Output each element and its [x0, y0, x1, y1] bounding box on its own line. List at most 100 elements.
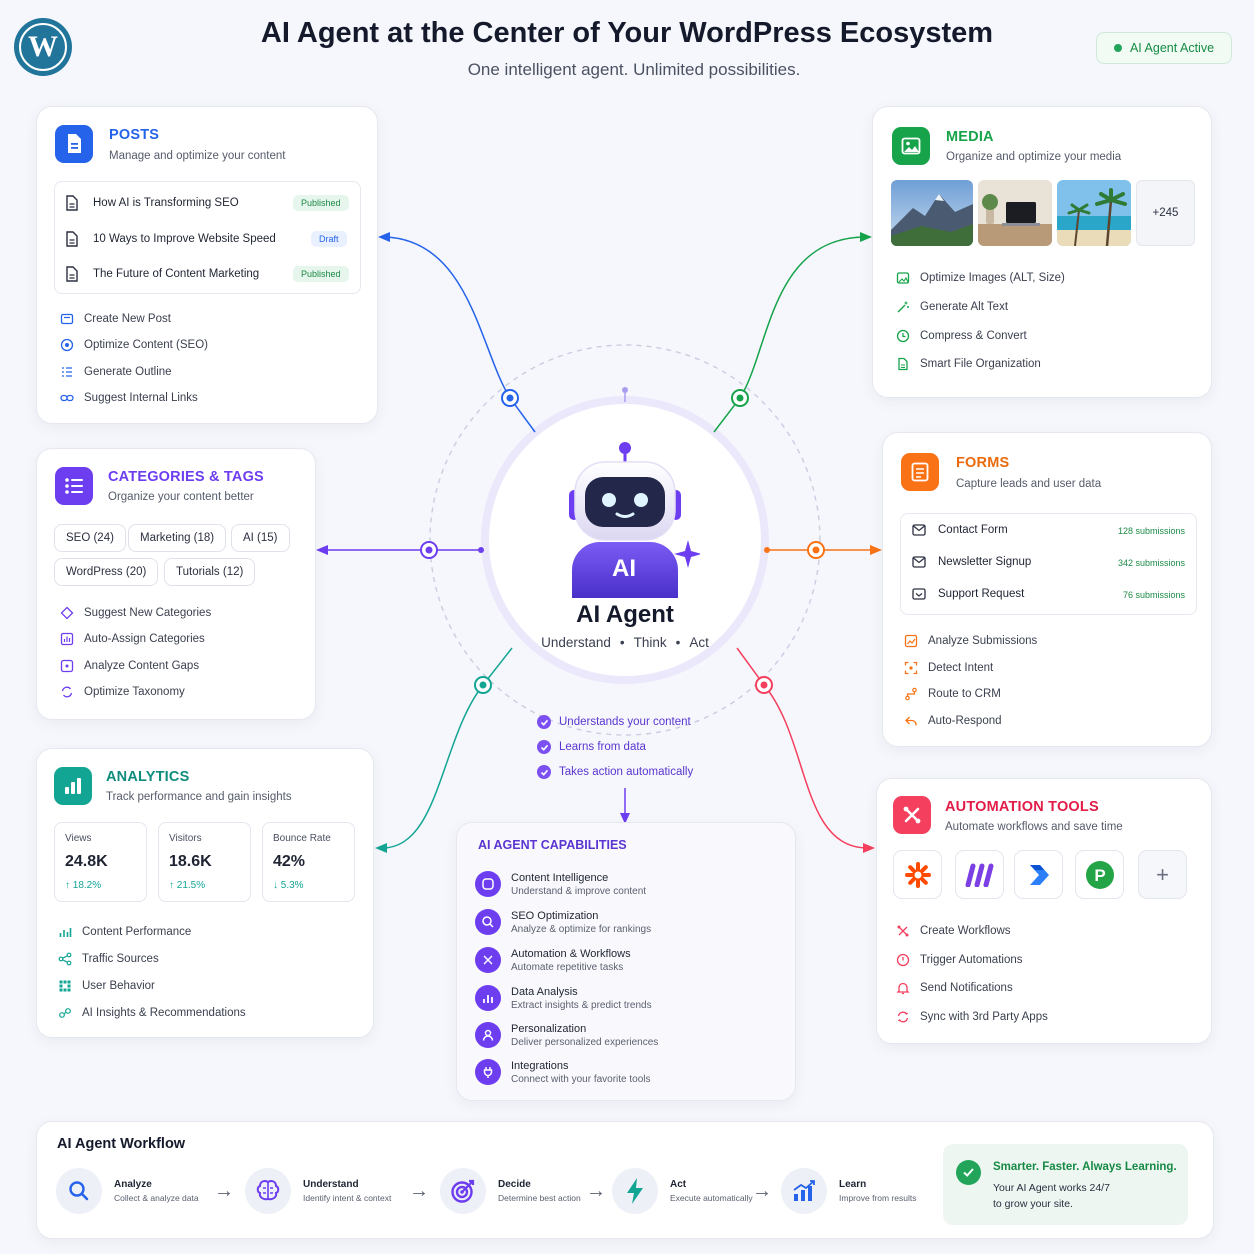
status-dot-icon	[1113, 44, 1122, 52]
insights-icon	[57, 1005, 72, 1020]
posts-card: POSTS Manage and optimize your content H…	[36, 106, 378, 424]
analyze-submissions-action[interactable]: Analyze Submissions	[903, 633, 1037, 648]
robot-avatar	[560, 440, 702, 600]
media-subtitle: Organize and optimize your media	[946, 151, 1122, 163]
create-workflows-action[interactable]: Create Workflows	[895, 923, 1011, 938]
user-behavior-action[interactable]: User Behavior	[57, 978, 155, 993]
analytics-title: ANALYTICS	[106, 769, 190, 785]
form-row[interactable]: Contact Form	[912, 524, 1008, 536]
analytics-subtitle: Track performance and gain insights	[106, 791, 292, 803]
media-thumbnail-laptop[interactable]	[978, 180, 1052, 246]
media-thumbnail-mountain[interactable]	[891, 180, 973, 246]
tag-chip[interactable]: WordPress (20)	[54, 558, 159, 586]
forms-subtitle: Capture leads and user data	[956, 478, 1102, 490]
traffic-sources-action[interactable]: Traffic Sources	[57, 951, 159, 966]
generate-alt-text-action[interactable]: Generate Alt Text	[895, 299, 1008, 314]
optimize-content-action[interactable]: Optimize Content (SEO)	[59, 337, 208, 352]
post-status-badge: Draft	[311, 231, 347, 247]
categories-card: CATEGORIES & TAGS Organize your content …	[36, 448, 316, 720]
power-automate-app-icon[interactable]	[1014, 850, 1063, 899]
automation-icon	[475, 947, 501, 973]
smart-file-organization-action[interactable]: Smart File Organization	[895, 356, 1041, 371]
forms-title: FORMS	[956, 455, 1010, 471]
optimize-images-action[interactable]: Optimize Images (ALT, Size)	[895, 270, 1065, 285]
generate-outline-action[interactable]: Generate Outline	[59, 364, 172, 379]
trigger-icon	[895, 952, 910, 967]
workflow-icon	[895, 923, 910, 938]
pabbly-app-icon[interactable]: P	[1075, 850, 1124, 899]
search-person-icon	[475, 909, 501, 935]
magic-icon	[895, 299, 910, 314]
tag-chip[interactable]: AI (15)	[231, 524, 290, 552]
search-icon	[56, 1168, 102, 1214]
wordpress-logo: W	[14, 18, 72, 76]
check-icon	[537, 740, 551, 754]
detect-intent-action[interactable]: Detect Intent	[903, 660, 993, 675]
bar-chart-icon	[54, 767, 92, 805]
auto-respond-action[interactable]: Auto-Respond	[903, 713, 1002, 728]
analyze-gaps-action[interactable]: Analyze Content Gaps	[59, 658, 199, 673]
add-app-button[interactable]: +	[1138, 850, 1187, 899]
submission-count: 76 submissions	[1122, 590, 1185, 600]
post-row[interactable]: How AI is Transforming SEO	[65, 195, 350, 211]
mail-icon	[912, 524, 926, 536]
content-performance-action[interactable]: Content Performance	[57, 924, 191, 939]
tag-chip[interactable]: Marketing (18)	[128, 524, 227, 552]
target-icon	[440, 1168, 486, 1214]
media-more-count[interactable]: +245	[1136, 180, 1195, 246]
form-icon	[901, 453, 939, 491]
automation-subtitle: Automate workflows and save time	[945, 821, 1123, 833]
posts-subtitle: Manage and optimize your content	[109, 150, 286, 162]
sync-apps-action[interactable]: Sync with 3rd Party Apps	[895, 1009, 1048, 1024]
tag-chip[interactable]: Tutorials (12)	[164, 558, 256, 586]
form-row[interactable]: Support Request	[912, 588, 1024, 600]
agent-check-item: Understands your content	[537, 715, 691, 729]
make-app-icon[interactable]	[955, 850, 1004, 899]
status-badge[interactable]: AI Agent Active	[1096, 32, 1232, 64]
route-to-crm-action[interactable]: Route to CRM	[903, 686, 1001, 701]
create-new-post-action[interactable]: Create New Post	[59, 311, 171, 326]
status-label: AI Agent Active	[1129, 41, 1215, 55]
automation-card: AUTOMATION TOOLS Automate workflows and …	[876, 778, 1212, 1044]
agent-badge-text: AI	[612, 555, 636, 582]
optimize-taxonomy-action[interactable]: Optimize Taxonomy	[59, 684, 185, 699]
send-notifications-action[interactable]: Send Notifications	[895, 980, 1013, 995]
new-post-icon	[59, 311, 74, 326]
zapier-app-icon[interactable]	[893, 850, 942, 899]
form-row[interactable]: Newsletter Signup	[912, 556, 1031, 568]
post-file-icon	[66, 266, 78, 282]
ai-insights-action[interactable]: AI Insights & Recommendations	[57, 1005, 246, 1020]
agent-tagline: Understand• Think• Act	[541, 635, 709, 650]
data-chart-icon	[475, 985, 501, 1011]
post-row[interactable]: The Future of Content Marketing	[65, 266, 350, 282]
reply-icon	[903, 713, 918, 728]
clock-icon	[895, 328, 910, 343]
diamond-icon	[59, 605, 74, 620]
capabilities-title: AI AGENT CAPABILITIES	[478, 838, 627, 852]
media-thumbnail-beach[interactable]	[1057, 180, 1131, 246]
check-icon	[537, 765, 551, 779]
page-title: AI Agent at the Center of Your WordPress…	[260, 17, 994, 49]
capabilities-card: AI AGENT CAPABILITIES Content Intelligen…	[456, 822, 796, 1101]
plug-icon	[475, 1059, 501, 1085]
suggest-categories-action[interactable]: Suggest New Categories	[59, 605, 211, 620]
post-row[interactable]: 10 Ways to Improve Website Speed	[65, 231, 350, 247]
lightning-icon	[612, 1168, 658, 1214]
square-dot-icon	[59, 658, 74, 673]
trigger-automations-action[interactable]: Trigger Automations	[895, 952, 1022, 967]
analytics-card: ANALYTICS Track performance and gain ins…	[36, 748, 374, 1038]
agent-check-item: Learns from data	[537, 740, 646, 754]
sync-icon	[59, 684, 74, 699]
link-icon	[59, 390, 74, 405]
tag-chip[interactable]: SEO (24)	[54, 524, 126, 552]
check-icon	[537, 715, 551, 729]
target-icon	[59, 337, 74, 352]
compress-convert-action[interactable]: Compress & Convert	[895, 328, 1027, 343]
suggest-internal-links-action[interactable]: Suggest Internal Links	[59, 390, 198, 405]
post-title: The Future of Content Marketing	[93, 268, 260, 280]
auto-assign-action[interactable]: Auto-Assign Categories	[59, 631, 205, 646]
